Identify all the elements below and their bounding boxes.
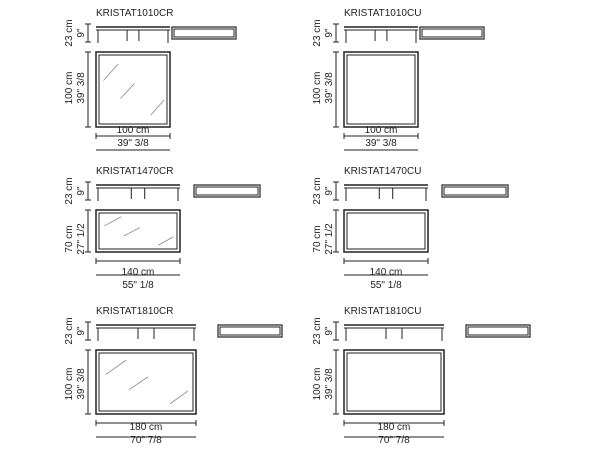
plan-view-outline bbox=[343, 209, 429, 253]
side-view-inner-outline bbox=[443, 186, 507, 196]
width-in-label: 39" 3/8 bbox=[117, 138, 149, 149]
height-in-label: 9" bbox=[76, 326, 87, 336]
width-cm-label: 140 cm bbox=[370, 267, 403, 278]
product-code: KRISTAT1470CR bbox=[96, 166, 173, 177]
product-code: KRISTAT1810CU bbox=[344, 306, 421, 317]
glass-reflection-mark bbox=[128, 376, 149, 391]
width-in-label: 55" 1/8 bbox=[122, 280, 154, 291]
depth-in-label: 39" 3/8 bbox=[76, 368, 87, 400]
depth-in-label: 27" 1/2 bbox=[324, 223, 335, 255]
height-cm-label: 23 cm bbox=[312, 317, 323, 344]
width-cm-label: 180 cm bbox=[130, 422, 163, 433]
glass-reflection-mark bbox=[123, 227, 140, 237]
depth-cm-label: 100 cm bbox=[312, 368, 323, 401]
side-view-inner-outline bbox=[421, 28, 483, 38]
width-in-label: 70" 7/8 bbox=[378, 435, 410, 446]
product-drawing-1470cu: KRISTAT1470CU 23 cm 9" 70 cm 27" 1/2 140… bbox=[312, 166, 421, 291]
height-in-label: 9" bbox=[76, 28, 87, 38]
glass-reflection-mark bbox=[157, 236, 174, 246]
glass-reflection-mark bbox=[104, 216, 122, 227]
plan-view-inner-outline bbox=[346, 352, 442, 412]
depth-in-label: 39" 3/8 bbox=[324, 72, 335, 104]
side-view-outline bbox=[217, 324, 283, 338]
width-cm-label: 140 cm bbox=[122, 267, 155, 278]
drawing-geometry-3 bbox=[85, 181, 261, 276]
depth-cm-label: 100 cm bbox=[312, 72, 323, 105]
drawing-geometry-5 bbox=[85, 321, 283, 438]
width-in-label: 55" 1/8 bbox=[370, 280, 402, 291]
product-code: KRISTAT1010CR bbox=[96, 8, 173, 19]
depth-in-label: 39" 3/8 bbox=[324, 368, 335, 400]
width-in-label: 39" 3/8 bbox=[365, 138, 397, 149]
side-view-inner-outline bbox=[173, 28, 235, 38]
width-cm-label: 100 cm bbox=[365, 125, 398, 136]
plan-view-outline bbox=[343, 349, 445, 415]
side-view-outline bbox=[193, 184, 261, 198]
product-drawing-1810cu: KRISTAT1810CU 23 cm 9" 100 cm 39" 3/8 18… bbox=[312, 306, 421, 446]
height-in-label: 9" bbox=[324, 186, 335, 196]
drawing-geometry-2 bbox=[333, 23, 485, 151]
glass-reflection-mark bbox=[120, 83, 135, 99]
height-cm-label: 23 cm bbox=[64, 317, 75, 344]
plan-view-inner-outline bbox=[98, 54, 168, 125]
drawing-geometry-1 bbox=[85, 23, 237, 151]
product-drawing-1810cr: KRISTAT1810CR 23 cm 9" 100 cm 39" 3/8 18… bbox=[64, 306, 173, 446]
width-in-label: 70" 7/8 bbox=[130, 435, 162, 446]
depth-cm-label: 100 cm bbox=[64, 368, 75, 401]
height-cm-label: 23 cm bbox=[64, 177, 75, 204]
plan-view-inner-outline bbox=[346, 212, 426, 250]
plan-view-outline bbox=[343, 51, 419, 128]
height-cm-label: 23 cm bbox=[64, 19, 75, 46]
side-view-outline bbox=[441, 184, 509, 198]
height-in-label: 9" bbox=[324, 326, 335, 336]
height-in-label: 9" bbox=[324, 28, 335, 38]
side-view-inner-outline bbox=[219, 326, 281, 336]
glass-reflection-mark bbox=[105, 359, 127, 375]
glass-reflection-mark bbox=[150, 99, 165, 116]
product-code: KRISTAT1810CR bbox=[96, 306, 173, 317]
drawing-geometry-6 bbox=[333, 321, 531, 438]
side-view-inner-outline bbox=[195, 186, 259, 196]
side-view-outline bbox=[465, 324, 531, 338]
height-cm-label: 23 cm bbox=[312, 177, 323, 204]
depth-cm-label: 70 cm bbox=[64, 225, 75, 252]
drawing-geometry-4 bbox=[333, 181, 509, 276]
depth-cm-label: 100 cm bbox=[64, 72, 75, 105]
side-view-outline bbox=[171, 26, 237, 40]
plan-view-outline bbox=[95, 349, 197, 415]
product-code: KRISTAT1010CU bbox=[344, 8, 421, 19]
plan-view-inner-outline bbox=[346, 54, 416, 125]
product-code: KRISTAT1470CU bbox=[344, 166, 421, 177]
height-in-label: 9" bbox=[76, 186, 87, 196]
plan-view-outline bbox=[95, 51, 171, 128]
width-cm-label: 180 cm bbox=[378, 422, 411, 433]
product-drawing-1470cr: KRISTAT1470CR 23 cm 9" 70 cm 27" 1/2 140… bbox=[64, 166, 173, 291]
glass-reflection-mark bbox=[169, 390, 189, 405]
depth-in-label: 27" 1/2 bbox=[76, 223, 87, 255]
side-view-outline bbox=[419, 26, 485, 40]
plan-view-inner-outline bbox=[98, 212, 178, 250]
depth-in-label: 39" 3/8 bbox=[76, 72, 87, 104]
depth-cm-label: 70 cm bbox=[312, 225, 323, 252]
plan-view-outline bbox=[95, 209, 181, 253]
product-drawing-1010cu: KRISTAT1010CU 23 cm 9" 100 cm 39" 3/8 10… bbox=[312, 8, 421, 149]
plan-view-inner-outline bbox=[98, 352, 194, 412]
product-drawing-1010cr: KRISTAT1010CR 23 cm 9" 100 cm 39" 3/8 10… bbox=[64, 8, 173, 149]
height-cm-label: 23 cm bbox=[312, 19, 323, 46]
width-cm-label: 100 cm bbox=[117, 125, 150, 136]
glass-reflection-mark bbox=[103, 63, 119, 81]
side-view-inner-outline bbox=[467, 326, 529, 336]
